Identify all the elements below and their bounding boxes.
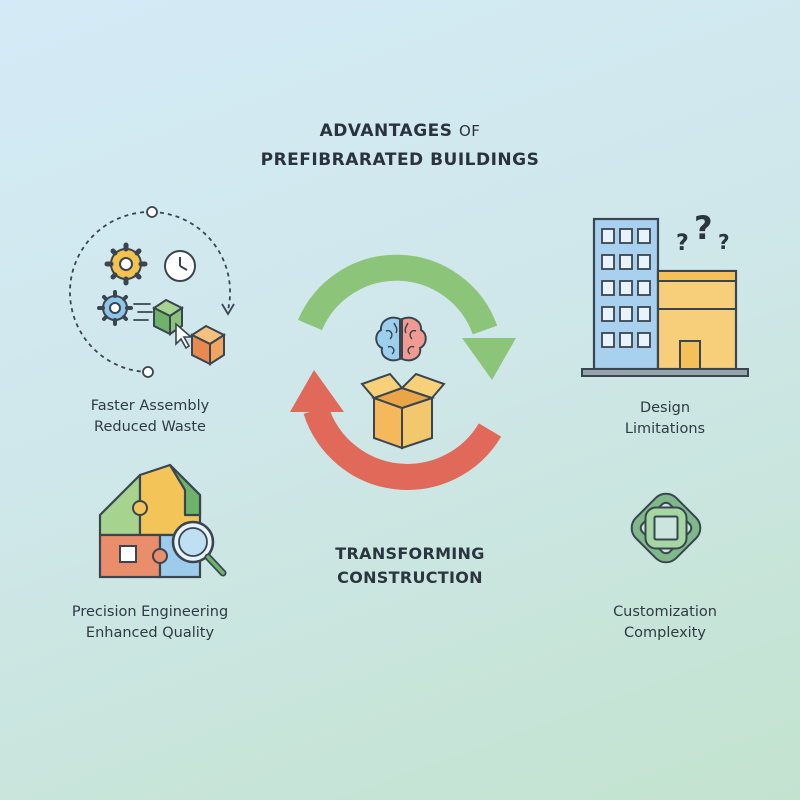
advantage-assembly-line1: Faster Assembly	[90, 398, 210, 414]
question-mark-large-icon: ?	[694, 209, 713, 247]
title-main-word: ADVANTAGES	[319, 121, 453, 141]
precision-engineering-icon	[98, 463, 227, 579]
center-caption-line2: CONSTRUCTION	[337, 568, 483, 587]
complexity-knot-icon	[630, 492, 702, 564]
advantage-precision-line2: Enhanced Quality	[85, 625, 215, 641]
transformation-cycle	[290, 254, 516, 490]
challenge-design-line1: Design	[639, 400, 691, 416]
red-arrow-head	[290, 370, 344, 412]
question-mark-small-icon: ?	[718, 230, 730, 254]
question-mark-icon: ?	[676, 231, 689, 256]
design-limitations-icon: ? ? ?	[581, 209, 749, 377]
page-title-line1: ADVANTAGES OF	[0, 121, 800, 141]
advantage-assembly-line2: Reduced Waste	[94, 419, 206, 435]
advantage-assembly-label: Faster Assembly Reduced Waste	[60, 396, 240, 438]
challenge-customization-line2: Complexity	[624, 625, 706, 641]
red-cycle-arrow	[303, 405, 502, 490]
green-cycle-arrow	[298, 254, 498, 335]
faster-assembly-icon	[69, 206, 235, 378]
page-title-line2: PREFIBRARATED BUILDINGS	[260, 150, 540, 170]
advantage-precision-label: Precision Engineering Enhanced Quality	[40, 602, 260, 644]
center-caption: TRANSFORMING CONSTRUCTION	[300, 542, 520, 590]
package-box-icon	[360, 372, 446, 450]
challenge-customization-label: Customization Complexity	[585, 602, 745, 644]
challenge-customization-line1: Customization	[613, 604, 717, 620]
center-caption-line1: TRANSFORMING	[335, 544, 485, 563]
green-arrow-head	[462, 338, 516, 380]
challenge-design-line2: Limitations	[624, 421, 706, 437]
challenge-design-label: Design Limitations	[580, 398, 750, 440]
brain-icon	[375, 316, 427, 362]
title-small-word: OF	[458, 122, 481, 140]
advantage-precision-line1: Precision Engineering	[71, 604, 229, 620]
